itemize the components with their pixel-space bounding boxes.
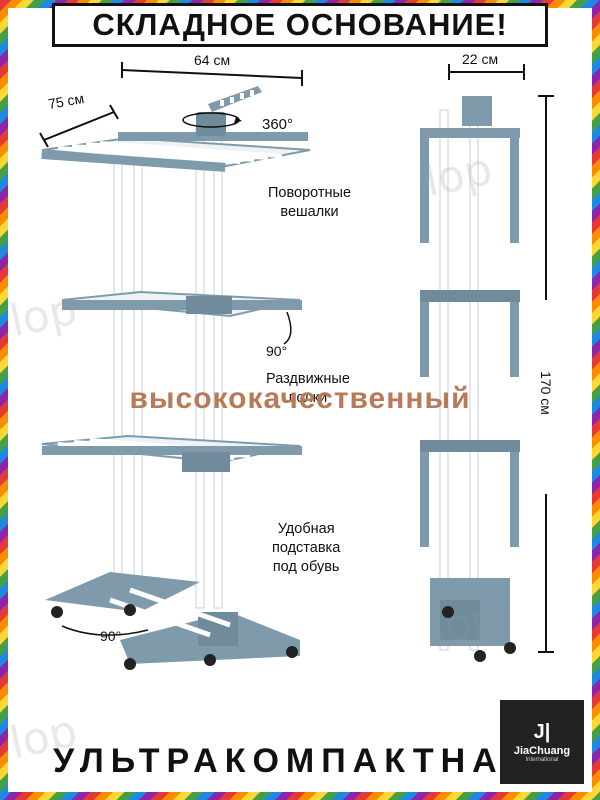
bottom-banner: УЛЬТРАКОМПАКТНА [8,736,592,786]
bottom-banner-text: УЛЬТРАКОМПАКТНА [53,741,504,780]
angle-arc-icon [61,625,149,636]
dimension-lines [39,62,303,148]
sliding-shelves-label: Раздвижные полки [266,371,350,406]
unfolded-rack [39,62,311,670]
width-dimension: 64 см [194,52,231,68]
angle-arc-icon [283,311,292,345]
base-angle-dimension: 90° [100,628,122,644]
logo-mark: J| [533,721,551,743]
logo-name: JiaChuang [513,745,571,757]
logo-sub: International [525,757,559,763]
brand-logo: J| JiaChuang International [500,700,584,784]
page-title: СКЛАДНОЕ ОСНОВАНИЕ! [92,7,508,42]
shelf-angle-dimension: 90° [266,343,288,359]
rotating-hangers-label: Поворотные вешалки [268,185,352,220]
rack-base [45,572,300,670]
middle-shelf [61,290,302,345]
quality-overlay-text: высококачественный [129,382,471,415]
title-banner: СКЛАДНОЕ ОСНОВАНИЕ! [52,3,548,47]
folded-rack [420,64,554,662]
top-shelf [41,86,311,172]
folded-depth-dimension: 22 см [462,51,499,67]
lower-shelf [41,434,302,472]
shoe-stand-label: Удобная подставка под обувь [272,521,341,575]
rotation-dimension: 360° [262,116,294,133]
